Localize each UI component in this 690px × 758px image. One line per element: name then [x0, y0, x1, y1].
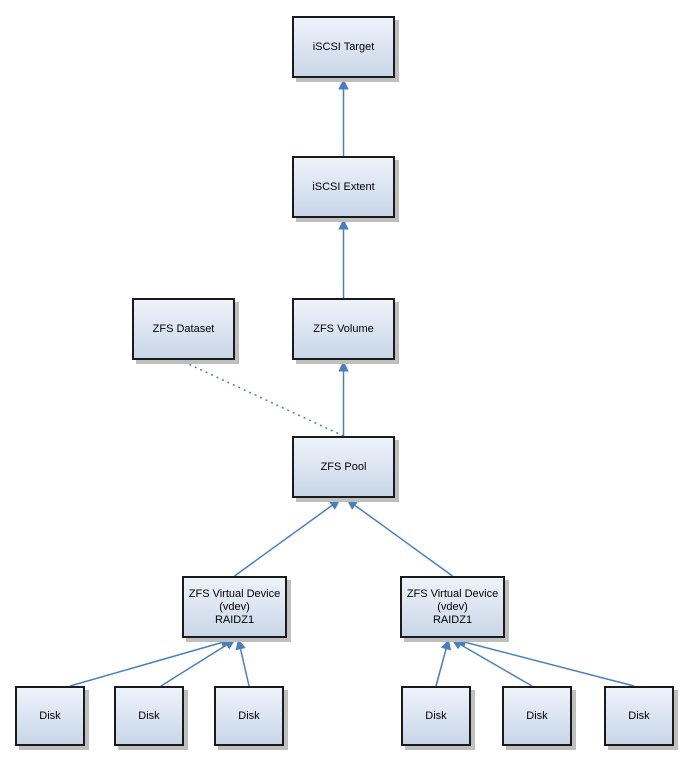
- disk-label-1: Disk: [39, 709, 61, 722]
- vdev-right-node: ZFS Virtual Device (vdev) RAIDZ1: [400, 576, 505, 638]
- vdev-right-label: ZFS Virtual Device (vdev) RAIDZ1: [406, 587, 499, 626]
- connector-disk-5-to-vdev-right: [451, 639, 533, 687]
- disk-label-6: Disk: [628, 709, 650, 722]
- disk-node-1: Disk: [15, 686, 85, 746]
- disk-label-3: Disk: [238, 709, 260, 722]
- zfs-pool-node: ZFS Pool: [292, 436, 395, 498]
- vdev-left-node: ZFS Virtual Device (vdev) RAIDZ1: [182, 576, 287, 638]
- connector-vdev-right-to-zfs-pool: [346, 499, 453, 577]
- disk-node-5: Disk: [502, 686, 572, 746]
- disk-label-5: Disk: [526, 709, 548, 722]
- iscsi-target-node: iSCSI Target: [292, 16, 395, 78]
- iscsi-target-label: iSCSI Target: [312, 40, 375, 53]
- zfs-pool-label: ZFS Pool: [320, 460, 367, 473]
- disk-label-2: Disk: [138, 709, 160, 722]
- connector-disk-2-to-vdev-left: [160, 639, 236, 687]
- connector-disk-3-to-vdev-left: [235, 638, 250, 687]
- connector-zfs-pool-to-zfs-dataset: [188, 363, 344, 437]
- disk-node-3: Disk: [214, 686, 284, 746]
- iscsi-extent-node: iSCSI Extent: [292, 156, 395, 218]
- iscsi-extent-label: iSCSI Extent: [312, 180, 375, 193]
- zfs-dataset-node: ZFS Dataset: [132, 298, 235, 360]
- zfs-dataset-label: ZFS Dataset: [152, 322, 215, 335]
- connector-disk-6-to-vdev-right: [455, 637, 635, 687]
- disk-node-2: Disk: [114, 686, 184, 746]
- disk-node-6: Disk: [604, 686, 674, 746]
- connector-disk-1-to-vdev-left: [69, 637, 232, 687]
- vdev-left-label: ZFS Virtual Device (vdev) RAIDZ1: [188, 587, 281, 626]
- zfs-volume-node: ZFS Volume: [292, 298, 395, 360]
- connector-disk-4-to-vdev-right: [435, 638, 452, 687]
- disk-node-4: Disk: [401, 686, 471, 746]
- zfs-volume-label: ZFS Volume: [313, 322, 374, 335]
- disk-label-4: Disk: [425, 709, 447, 722]
- connector-vdev-left-to-zfs-pool: [234, 499, 341, 577]
